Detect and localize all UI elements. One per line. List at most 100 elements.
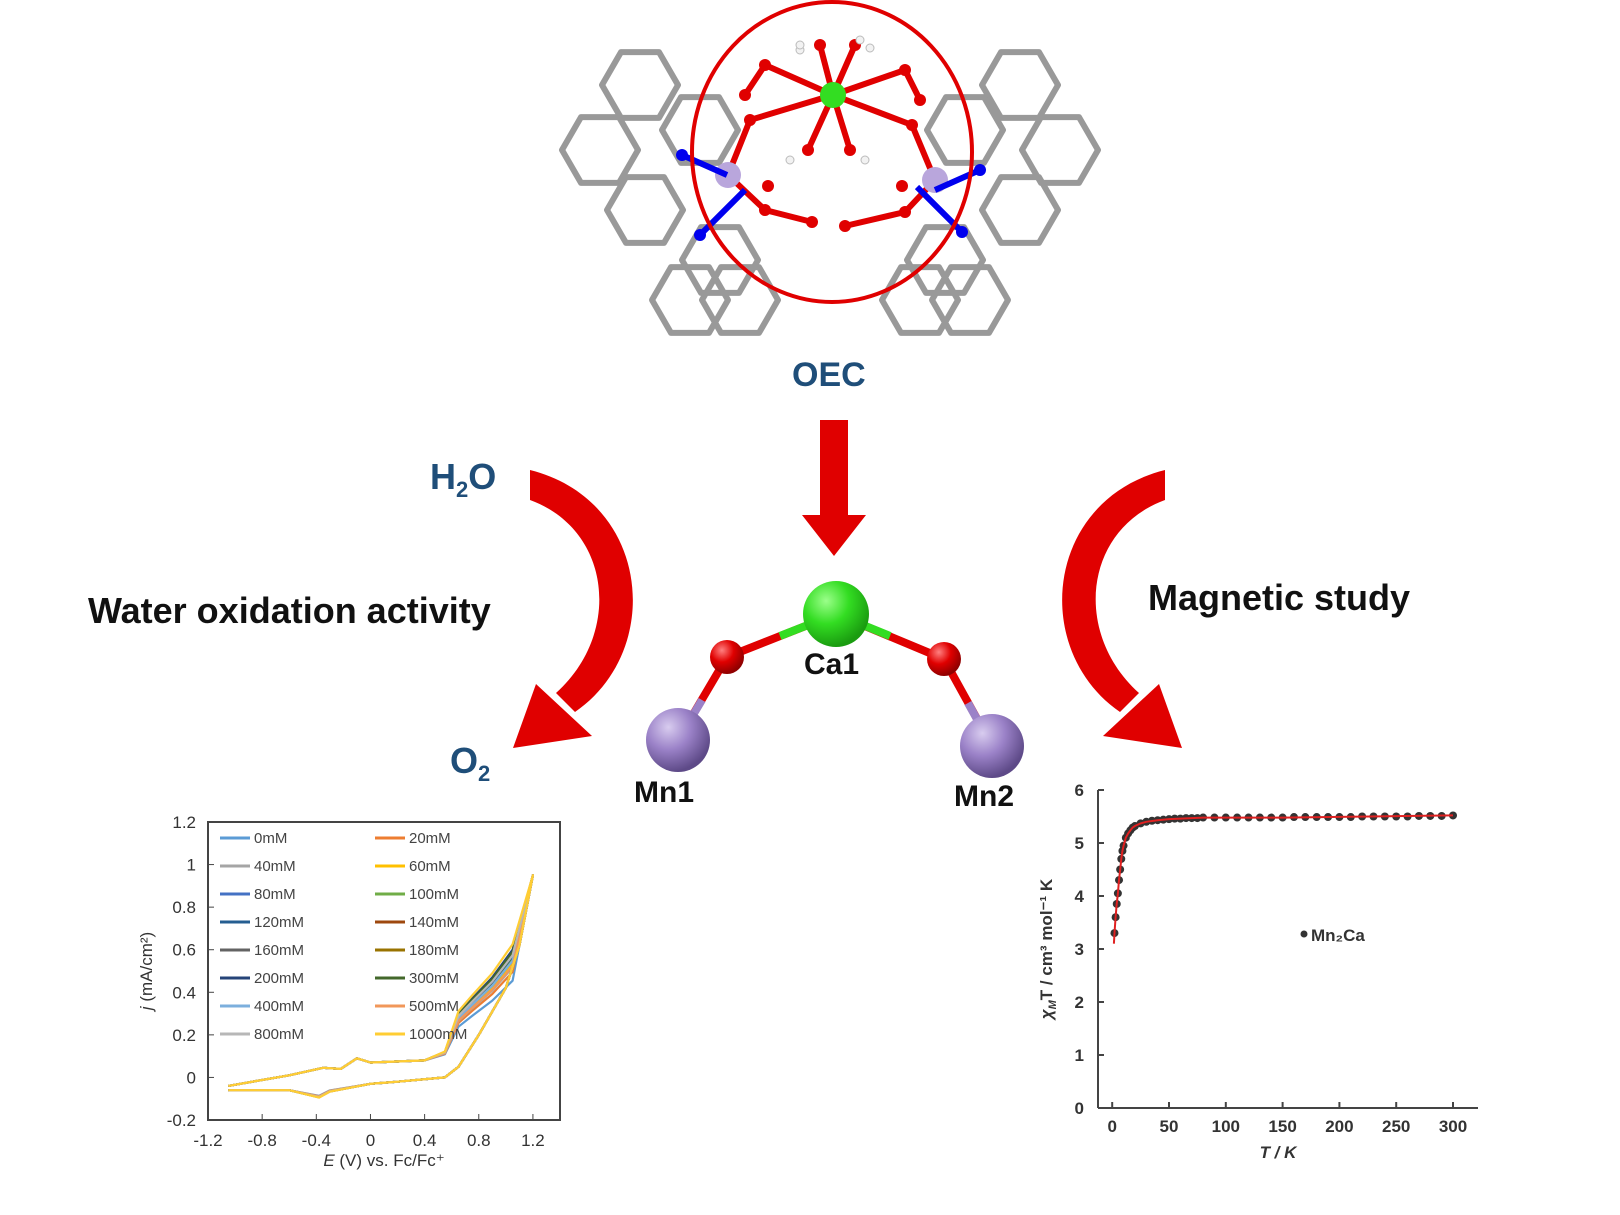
y-tick-label: 4	[1075, 887, 1085, 906]
oxygen-atom	[739, 89, 751, 101]
phenyl-ring	[599, 49, 681, 121]
x-tick-label: 200	[1325, 1117, 1353, 1136]
oec-crystal-structure	[559, 35, 1101, 336]
legend-label: 160mM	[254, 942, 304, 959]
plot-frame	[207, 821, 561, 1121]
legend-label: 300mM	[409, 970, 459, 987]
legend-label: 0mM	[254, 830, 287, 847]
y-axis-label-text: (mA/cm²)	[137, 932, 156, 1007]
oxygen-atom	[906, 119, 918, 131]
legend-label: 400mM	[254, 998, 304, 1015]
x-tick-label: 100	[1212, 1117, 1240, 1136]
y-axis-label: j (mA/cm²)	[137, 932, 156, 1012]
x-axis-label-symbol: E	[323, 1151, 335, 1170]
mn2ca-core-model	[646, 581, 1024, 778]
x-tick-label: 150	[1268, 1117, 1296, 1136]
mn1-label: Mn1	[634, 776, 694, 809]
o-atom	[927, 642, 961, 676]
calcium-atom	[820, 82, 846, 108]
legend-label: Mn₂Ca	[1311, 926, 1365, 945]
y-tick-label: 0.8	[172, 898, 196, 917]
oxygen-atom	[806, 216, 818, 228]
water-oxidation-heading: Water oxidation activity	[88, 590, 491, 631]
legend-label: 200mM	[254, 970, 304, 987]
oec-label: OEC	[792, 356, 866, 394]
oxygen-atom	[899, 206, 911, 218]
x-tick-label: 0.4	[413, 1131, 437, 1150]
bond	[764, 207, 813, 225]
hydrogen-atom	[795, 40, 805, 50]
legend-label: 1000mM	[409, 1026, 467, 1043]
nitrogen-atom	[694, 229, 706, 241]
fit-curve	[1112, 814, 1454, 944]
y-tick-label: 2	[1075, 993, 1084, 1012]
phenyl-ring	[659, 94, 741, 166]
oxygen-atom	[896, 180, 908, 192]
bond	[749, 92, 834, 123]
y-tick-label: 1.2	[172, 813, 196, 832]
legend-label: 180mM	[409, 942, 459, 959]
bond	[742, 63, 768, 97]
down-arrow-icon	[802, 420, 866, 556]
h2o-h: H	[430, 456, 456, 497]
x-tick-label: 1.2	[521, 1131, 545, 1150]
phenyl-ring	[604, 174, 686, 246]
oxygen-atom	[759, 59, 771, 71]
x-tick-label: -0.4	[302, 1131, 331, 1150]
y-tick-label: 0.2	[172, 1026, 196, 1045]
oxygen-atom	[759, 204, 771, 216]
x-tick-label: -1.2	[193, 1131, 222, 1150]
y-axis-label-chi: χ	[1037, 1008, 1056, 1021]
manganese-atom	[715, 162, 741, 188]
phenyl-ring	[679, 224, 761, 296]
y-tick-label: 1	[1075, 1046, 1084, 1065]
legend-marker	[1300, 930, 1308, 938]
phenyl-ring	[699, 264, 781, 336]
n-bond	[697, 187, 748, 238]
x-axis-label-text: (V) vs. Fc/Fc⁺	[335, 1151, 445, 1170]
y-tick-label: 1	[187, 856, 196, 875]
x-tick-label: -0.8	[248, 1131, 277, 1150]
oxygen-atom	[914, 94, 926, 106]
x-tick-label: 300	[1439, 1117, 1467, 1136]
phenyl-ring	[979, 174, 1061, 246]
oxygen-atom	[762, 180, 774, 192]
phenyl-ring	[1019, 114, 1101, 186]
y-axis-label-symbol: j	[137, 1005, 156, 1012]
y-tick-label: 0.6	[172, 941, 196, 960]
ca1-label: Ca1	[804, 648, 860, 681]
y-axis-label-text: T / cm³ mol⁻¹ K	[1037, 878, 1056, 1000]
y-tick-label: 0.4	[172, 983, 196, 1002]
cv-curve-1000mM	[228, 874, 535, 1099]
o2-o: O	[450, 740, 479, 781]
legend-label: 800mM	[254, 1026, 304, 1043]
mn2-atom	[960, 714, 1024, 778]
data-point	[1449, 811, 1458, 820]
legend-label: 80mM	[254, 886, 296, 903]
x-tick-label: 50	[1160, 1117, 1179, 1136]
o2-label: O2	[450, 740, 490, 787]
oxygen-atom	[899, 64, 911, 76]
o-atom	[710, 640, 744, 674]
mn2-label: Mn2	[954, 780, 1014, 813]
hydrogen-atom	[860, 155, 870, 165]
legend-label: 100mM	[409, 886, 459, 903]
magnetic-study-heading: Magnetic study	[1148, 577, 1411, 618]
oxygen-atom	[844, 144, 856, 156]
legend-label: 60mM	[409, 858, 451, 875]
oxygen-atom	[814, 39, 826, 51]
y-tick-label: 3	[1075, 940, 1084, 959]
bond	[831, 92, 914, 128]
oec-highlight-circle	[690, 0, 974, 304]
y-axis-label: χMT / cm³ mol⁻¹ K	[1037, 878, 1059, 1021]
ca-atom	[803, 581, 869, 647]
hydrogen-atom	[865, 43, 875, 53]
phenyl-ring	[879, 264, 961, 336]
y-tick-label: 5	[1075, 834, 1084, 853]
n-bond	[680, 152, 729, 178]
y-axis-label-sub: M	[1047, 999, 1059, 1009]
x-tick-label: 250	[1382, 1117, 1410, 1136]
oxygen-atom	[802, 144, 814, 156]
nitrogen-atom	[974, 164, 986, 176]
